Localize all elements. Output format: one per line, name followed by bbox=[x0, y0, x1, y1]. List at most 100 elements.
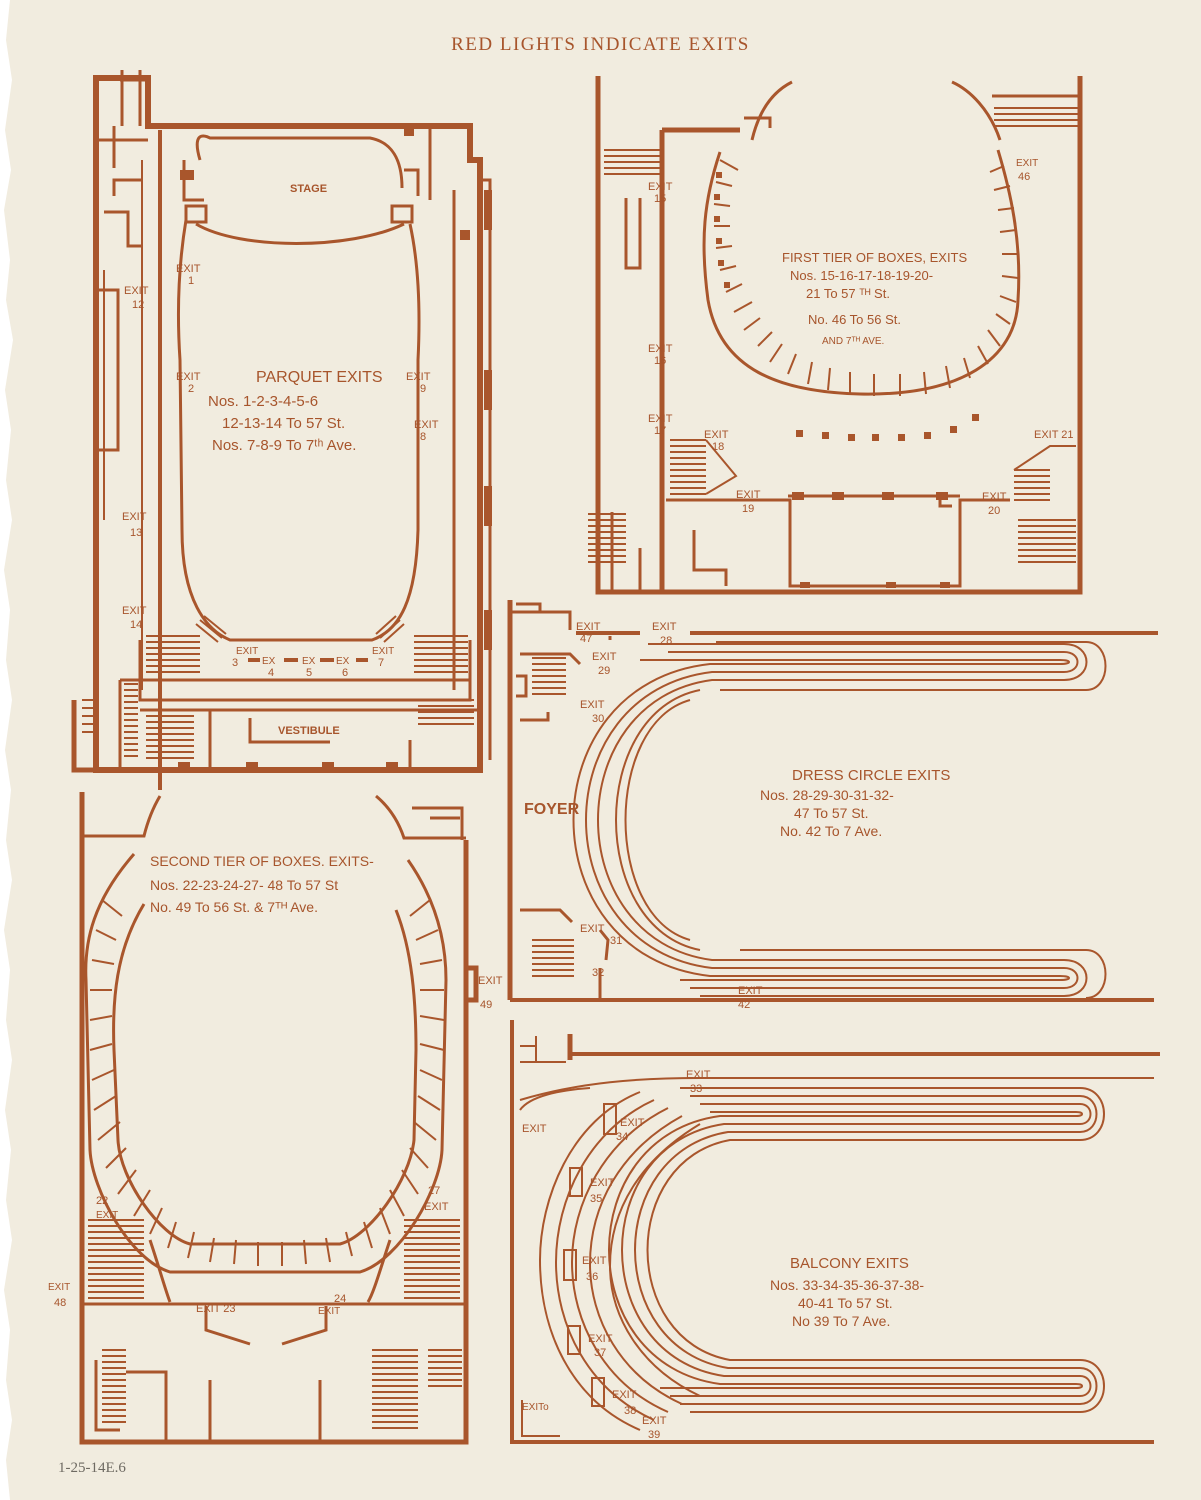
exit-15-number: 15 bbox=[654, 193, 666, 205]
exit-14-number: 14 bbox=[130, 619, 142, 631]
exit-word: EXIT bbox=[620, 1117, 645, 1129]
balcony-plan: BALCONY EXITS Nos. 33-34-35-36-37-38- 40… bbox=[510, 1020, 1160, 1444]
exit-word: EXIT bbox=[48, 1282, 70, 1293]
page-header: RED LIGHTS INDICATE EXITS bbox=[451, 34, 750, 55]
exit-22-number: 22 bbox=[96, 1195, 108, 1207]
exit-47-number: 47 bbox=[580, 633, 592, 645]
parquet-interior bbox=[96, 70, 492, 790]
exit-7-number: 7 bbox=[378, 657, 384, 669]
exit-28-number: 28 bbox=[660, 635, 672, 647]
exit-39-number: 39 bbox=[648, 1429, 660, 1441]
exit-o-label: EXITo bbox=[522, 1402, 549, 1413]
exit-32-number: 32 bbox=[592, 967, 604, 979]
exit-27-number: 27 bbox=[428, 1185, 440, 1197]
exit-31-number: 31 bbox=[610, 935, 622, 947]
second-tier-box-partitions bbox=[88, 899, 462, 1429]
exit-42-number: 42 bbox=[738, 999, 750, 1011]
exit-30-number: 30 bbox=[592, 713, 604, 725]
exit-word: EXIT bbox=[642, 1415, 667, 1427]
dress-circle-title: DRESS CIRCLE EXITS bbox=[792, 767, 950, 784]
exit-word: EXIT bbox=[582, 1255, 607, 1267]
exit-word: EXIT bbox=[652, 621, 677, 633]
parquet-title: PARQUET EXITS bbox=[256, 369, 383, 386]
parquet-plan: STAGE VESTIBULE PARQUET EXITS Nos. 1-2-3… bbox=[71, 70, 492, 790]
exit-48-number: 48 bbox=[54, 1297, 66, 1309]
exit-plain-label: EXIT bbox=[522, 1123, 547, 1135]
balcony-line1: Nos. 33-34-35-36-37-38- bbox=[770, 1277, 924, 1293]
ex-word: EX bbox=[336, 656, 350, 667]
exit-6-number: 6 bbox=[342, 667, 348, 679]
exit-16-number: 16 bbox=[654, 355, 666, 367]
stage-label: STAGE bbox=[290, 183, 327, 195]
exit-word: EXIT bbox=[580, 699, 605, 711]
exit-34-number: 34 bbox=[616, 1131, 628, 1143]
exit-word: EXIT bbox=[406, 371, 431, 383]
exit-21-label: EXIT 21 bbox=[1034, 429, 1074, 441]
balcony-line2: 40-41 To 57 St. bbox=[798, 1295, 893, 1311]
exit-word: EXIT bbox=[414, 419, 439, 431]
exit-word: EXIT bbox=[982, 491, 1007, 503]
balcony-title: BALCONY EXITS bbox=[790, 1255, 909, 1272]
exit-word: EXIT bbox=[580, 923, 605, 935]
exit-29-number: 29 bbox=[598, 665, 610, 677]
exit-3-number: 3 bbox=[232, 657, 238, 669]
exit-19-number: 19 bbox=[742, 503, 754, 515]
exit-word: EXIT bbox=[478, 975, 503, 987]
dress-circle-line2: 47 To 57 St. bbox=[794, 805, 868, 821]
first-tier-title: FIRST TIER OF BOXES, EXITS bbox=[782, 250, 967, 265]
first-tier-seat-marks bbox=[714, 172, 979, 588]
dress-circle-plan: FOYER DRESS CIRCLE EXITS Nos. 28-29-30-3… bbox=[507, 600, 1158, 1011]
first-tier-line2: 21 To 57 ᵀᴴ St. bbox=[806, 286, 890, 301]
exit-12-number: 12 bbox=[132, 299, 144, 311]
exit-13-number: 13 bbox=[130, 527, 142, 539]
foyer-label: FOYER bbox=[524, 801, 580, 818]
exit-word: EXIT bbox=[738, 985, 763, 997]
parquet-line3: Nos. 7-8-9 To 7ᵗʰ Ave. bbox=[212, 437, 356, 454]
dress-circle-line1: Nos. 28-29-30-31-32- bbox=[760, 787, 894, 803]
ex-word: EX bbox=[302, 656, 316, 667]
exit-word: EXIT bbox=[122, 511, 147, 523]
exit-1-number: 1 bbox=[188, 275, 194, 287]
exit-word: EXIT bbox=[318, 1306, 340, 1317]
balcony-exit-boxes bbox=[563, 1103, 617, 1407]
exit-word: EXIT bbox=[648, 413, 673, 425]
first-tier-box-partitions bbox=[588, 107, 1078, 563]
exit-17-number: 17 bbox=[654, 425, 666, 437]
parquet-walls bbox=[71, 75, 483, 773]
exit-word: EXIT bbox=[576, 621, 601, 633]
exit-8-number: 8 bbox=[420, 431, 426, 443]
first-tier-line4: AND 7ᵀᴴ AVE. bbox=[822, 336, 884, 347]
second-tier-line2: No. 49 To 56 St. & 7ᵀᴴ Ave. bbox=[150, 899, 318, 915]
exit-46-number: 46 bbox=[1018, 171, 1030, 183]
exit-word: EXIT bbox=[648, 181, 673, 193]
vestibule-exit-dashes bbox=[248, 658, 368, 662]
exit-18-number: 18 bbox=[712, 441, 724, 453]
exit-word: EXIT bbox=[424, 1201, 449, 1213]
dress-circle-interior bbox=[512, 602, 612, 1000]
vestibule-label: VESTIBULE bbox=[278, 725, 340, 737]
dress-circle-tiers bbox=[572, 641, 1107, 999]
dress-circle-walls bbox=[507, 600, 1158, 1002]
exit-word: EXIT bbox=[590, 1177, 615, 1189]
exit-20-number: 20 bbox=[988, 505, 1000, 517]
exit-word: EXIT bbox=[736, 489, 761, 501]
exit-word: EXIT bbox=[612, 1389, 637, 1401]
exit-2-number: 2 bbox=[188, 383, 194, 395]
balcony-walls bbox=[510, 1020, 1160, 1444]
first-tier-walls bbox=[595, 76, 1083, 595]
dress-circle-line3: No. 42 To 7 Ave. bbox=[780, 823, 882, 839]
exit-33-number: 33 bbox=[690, 1083, 702, 1095]
exit-37-number: 37 bbox=[594, 1347, 606, 1359]
balcony-line3: No 39 To 7 Ave. bbox=[792, 1313, 890, 1329]
exit-word: EXIT bbox=[588, 1333, 613, 1345]
exit-word: EXIT bbox=[124, 285, 149, 297]
dress-circle-stairs bbox=[532, 657, 574, 977]
exit-word: EXIT bbox=[176, 263, 201, 275]
parquet-stairs bbox=[82, 615, 474, 759]
exit-word: EXIT bbox=[704, 429, 729, 441]
parquet-line2: 12-13-14 To 57 St. bbox=[222, 415, 345, 432]
first-tier-plan: FIRST TIER OF BOXES, EXITS Nos. 15-16-17… bbox=[588, 76, 1083, 595]
exit-49-number: 49 bbox=[480, 999, 492, 1011]
exit-word: EXIT bbox=[1016, 158, 1038, 169]
